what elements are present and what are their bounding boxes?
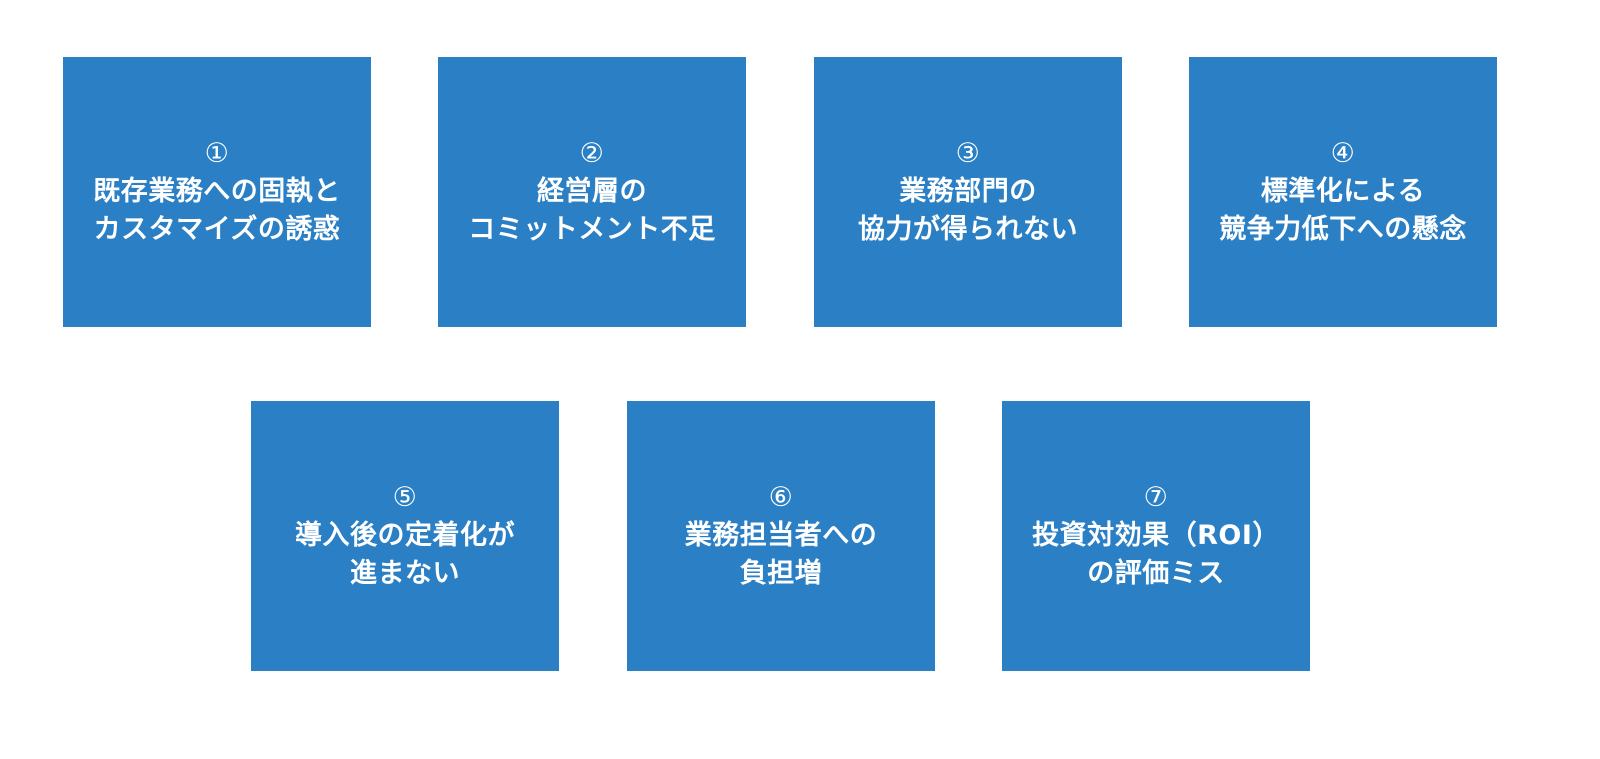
challenge-box-5: ⑤ 導入後の定着化が 進まない: [251, 401, 559, 671]
challenge-text-line: 導入後の定着化が: [295, 520, 515, 551]
challenge-text-line: 標準化による: [1260, 176, 1426, 207]
challenge-box-3: ③ 業務部門の 協力が得られない: [814, 57, 1122, 327]
challenge-number: ②: [579, 138, 605, 169]
challenge-text-line: コミットメント不足: [468, 214, 716, 245]
challenge-box-2: ② 経営層の コミットメント不足: [438, 57, 746, 327]
challenge-box-6: ⑥ 業務担当者への 負担増: [627, 401, 935, 671]
challenge-box-4: ④ 標準化による 競争力低下への懸念: [1189, 57, 1497, 327]
challenge-number: ⑦: [1143, 482, 1169, 513]
challenge-number: ⑥: [768, 482, 794, 513]
challenge-number: ⑤: [392, 482, 418, 513]
challenge-text-line: 業務部門の: [899, 176, 1037, 207]
challenge-text-line: 競争力低下への懸念: [1219, 214, 1467, 245]
challenge-text-line: 業務担当者への: [684, 520, 878, 551]
challenge-text-line: 進まない: [350, 558, 460, 589]
challenge-number: ④: [1330, 138, 1356, 169]
challenge-text-line: の評価ミス: [1087, 558, 1225, 589]
challenge-text-line: 既存業務への固執と: [93, 176, 341, 207]
challenge-text-line: 負担増: [739, 558, 823, 589]
challenge-number: ①: [204, 138, 230, 169]
challenge-text-line: 投資対効果（ROI）: [1032, 520, 1280, 551]
challenge-box-7: ⑦ 投資対効果（ROI） の評価ミス: [1002, 401, 1310, 671]
challenge-text-line: カスタマイズの誘惑: [93, 214, 341, 245]
challenge-text-line: 協力が得られない: [858, 214, 1078, 245]
challenge-text-line: 経営層の: [537, 176, 647, 207]
challenge-box-1: ① 既存業務への固執と カスタマイズの誘惑: [63, 57, 371, 327]
challenge-number: ③: [955, 138, 981, 169]
